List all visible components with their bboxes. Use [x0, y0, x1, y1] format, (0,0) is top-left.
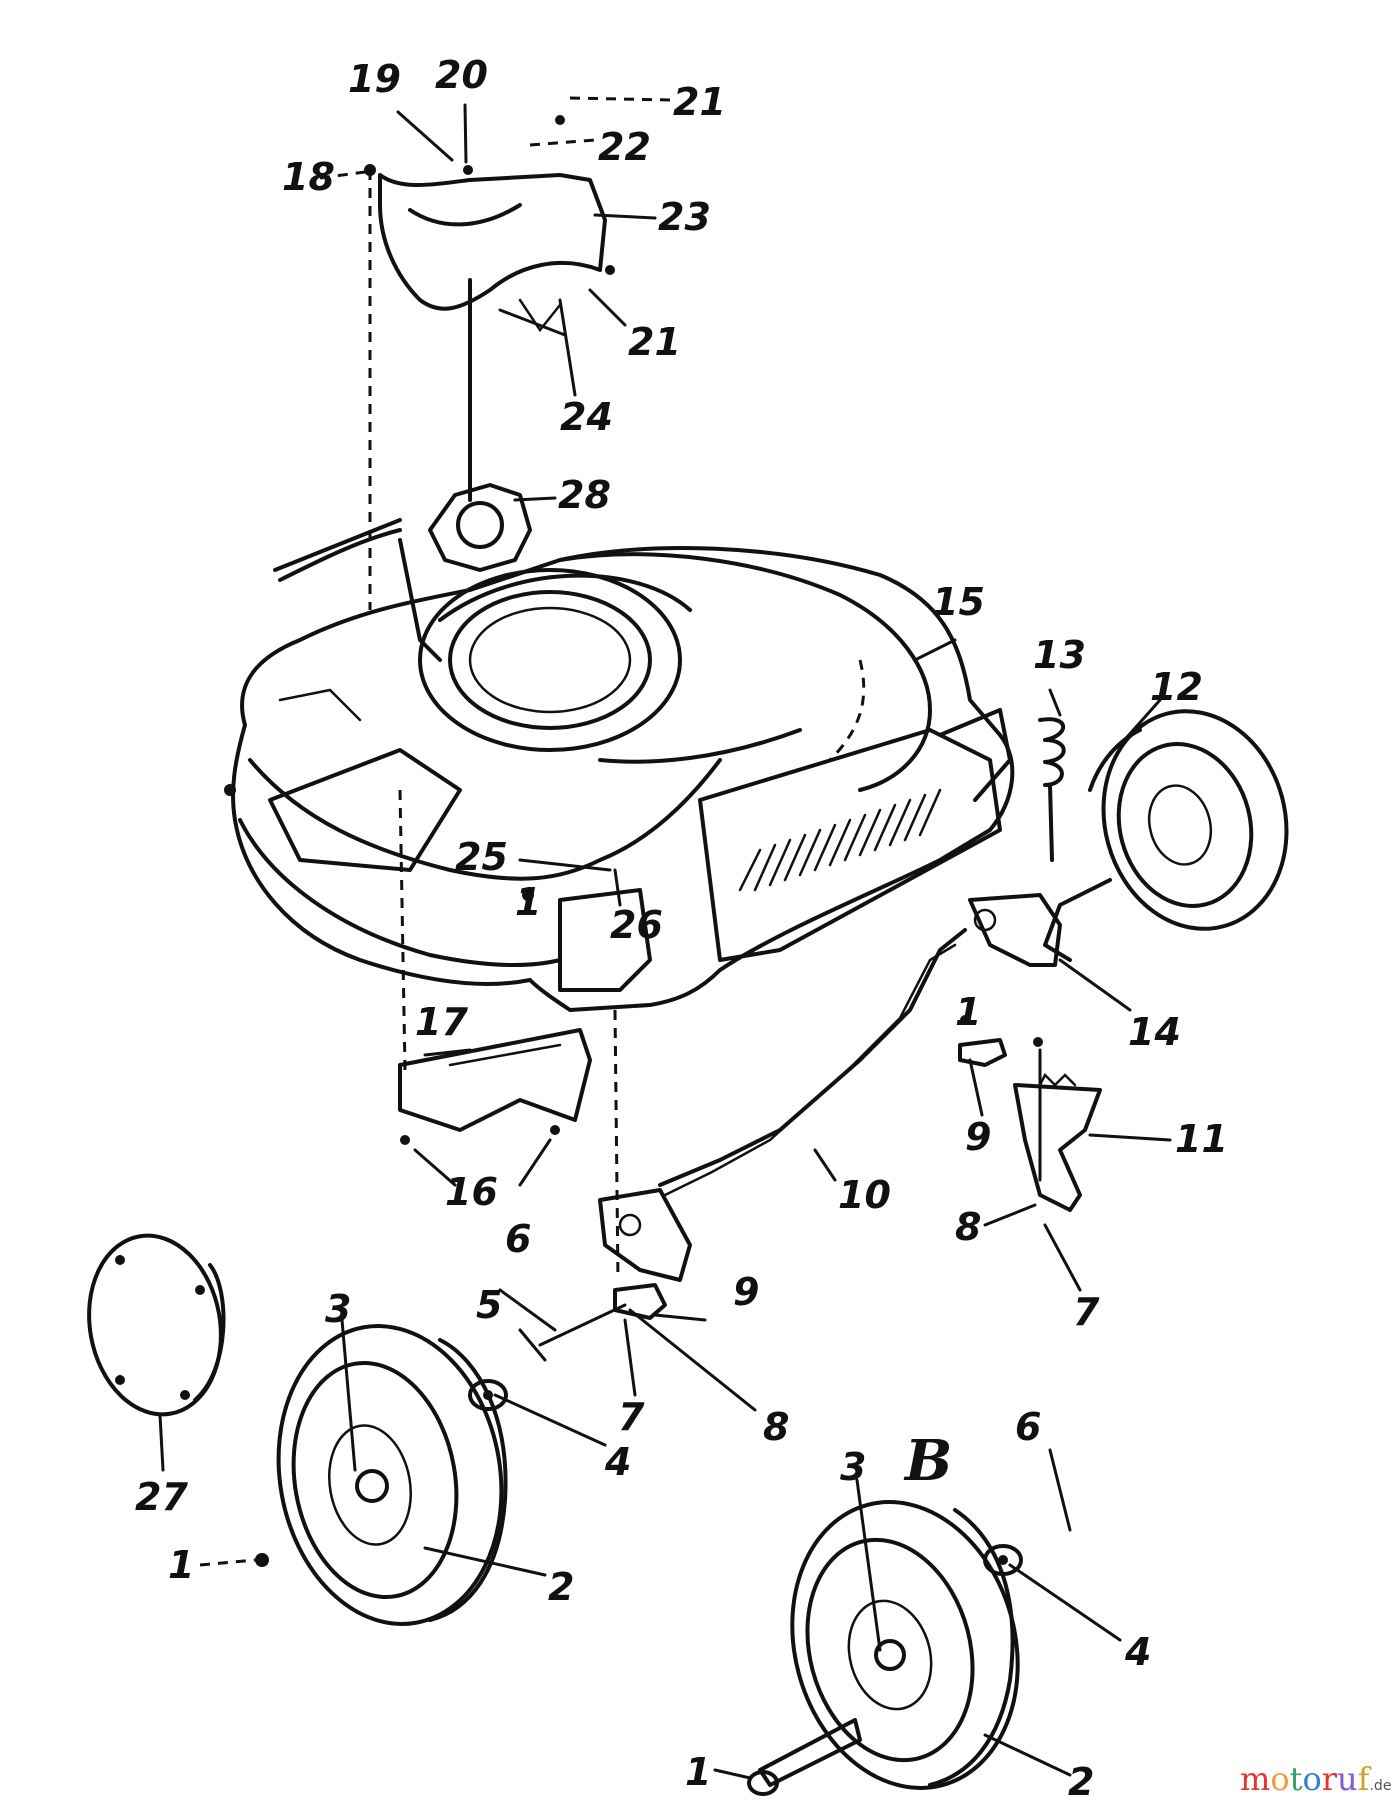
watermark-suffix: .de [1369, 1778, 1391, 1794]
variant-label-b: B [903, 1428, 952, 1494]
label-27: 27 [135, 1475, 188, 1519]
label-3: 3 [325, 1287, 351, 1331]
label-14: 14 [1128, 1010, 1181, 1054]
label-2b: 2 [1068, 1760, 1094, 1800]
label-12: 12 [1150, 665, 1203, 709]
label-28: 28 [558, 473, 611, 517]
label-6b: 6 [1015, 1405, 1041, 1449]
label-1b: 1 [955, 990, 981, 1034]
watermark-letter: u [1337, 1760, 1358, 1798]
label-23: 23 [658, 195, 711, 239]
label-21b: 21 [628, 320, 681, 364]
leader-lines [158, 96, 1172, 1780]
label-25: 25 [455, 835, 508, 879]
label-19: 19 [348, 57, 401, 101]
label-7: 7 [618, 1395, 645, 1439]
label-6: 6 [505, 1217, 531, 1261]
label-20: 20 [435, 53, 488, 97]
watermark-letter: o [1302, 1760, 1321, 1798]
label-24: 24 [560, 395, 613, 439]
label-3b: 3 [840, 1445, 866, 1489]
rear-wheel-right [1043, 709, 1289, 962]
label-8: 8 [763, 1405, 789, 1449]
label-18: 18 [282, 155, 335, 199]
label-16: 16 [445, 1170, 498, 1214]
watermark-letter: r [1322, 1760, 1338, 1798]
part-labels: 1 1 1 1 2 2 3 3 4 4 5 6 6 7 7 8 8 9 9 10… [135, 53, 1228, 1800]
label-1: 1 [515, 880, 541, 924]
label-4b: 4 [1124, 1630, 1151, 1674]
label-4: 4 [604, 1440, 631, 1484]
label-2: 2 [548, 1565, 574, 1609]
label-26: 26 [610, 903, 663, 947]
watermark-letter: f [1358, 1760, 1372, 1798]
spring-part-13 [1038, 717, 1066, 862]
label-1d: 1 [685, 1750, 711, 1794]
label-22: 22 [598, 125, 651, 169]
front-bracket-assembly [538, 1009, 692, 1347]
watermark-letter: m [1240, 1760, 1270, 1798]
hub-cap-part-27 [87, 1233, 226, 1417]
label-13: 13 [1033, 633, 1086, 677]
watermark-letter: o [1270, 1760, 1289, 1798]
height-adjuster-part-11 [1013, 1037, 1102, 1212]
label-7b: 7 [1073, 1290, 1100, 1334]
spacer-part-4 [468, 1379, 508, 1411]
label-11: 11 [1175, 1117, 1228, 1161]
spacer-part-4b [983, 1544, 1023, 1576]
motor-and-handle-assembly [273, 115, 615, 662]
front-wheel-variant-b [747, 1500, 1020, 1796]
svg-text:motoruf.de: motoruf.de [1240, 1760, 1391, 1798]
rear-flap-part-17 [398, 789, 592, 1145]
label-8b: 8 [955, 1205, 981, 1249]
label-9b: 9 [733, 1270, 759, 1314]
label-1c: 1 [168, 1543, 194, 1587]
watermark-letter: t [1290, 1760, 1303, 1798]
label-15: 15 [932, 580, 985, 624]
front-wheel-left [276, 1324, 508, 1626]
axle-rod-part-10 [658, 928, 967, 1197]
bracket-part-14 [968, 893, 1062, 967]
label-9: 9 [965, 1115, 991, 1159]
label-21: 21 [673, 80, 726, 124]
label-5: 5 [476, 1283, 502, 1327]
mower-deck [224, 546, 1015, 1012]
bracket-part-9-upper [958, 1015, 1007, 1067]
watermark-logo: motoruf.de [1240, 1760, 1391, 1798]
label-10: 10 [838, 1173, 891, 1217]
label-17: 17 [415, 1000, 468, 1044]
